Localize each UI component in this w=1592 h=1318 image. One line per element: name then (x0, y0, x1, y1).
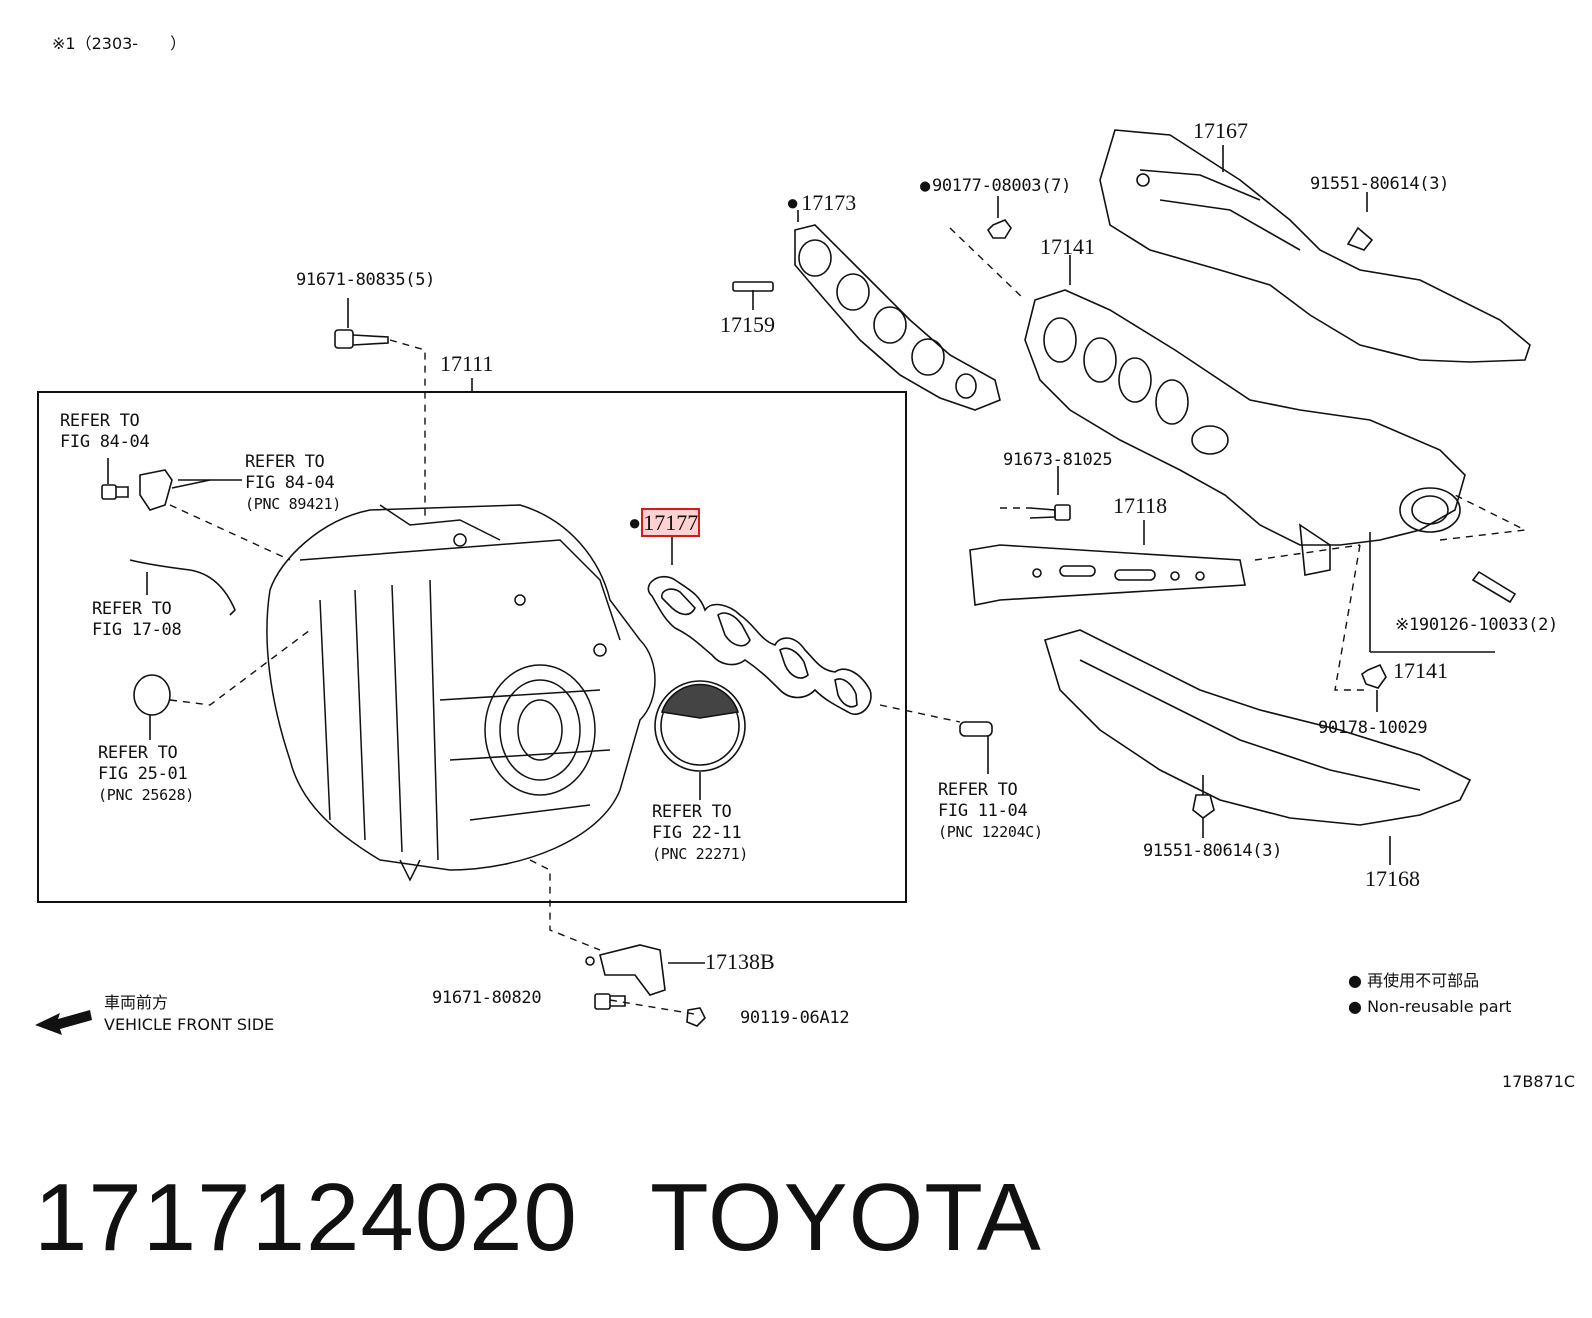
footer-part-number: 1717124020 (34, 1164, 578, 1271)
refer-note-2[interactable]: REFER TO FIG 84-04 (PNC 89421) (245, 452, 341, 515)
part-label-91551-lower[interactable]: 91551-80614(3) (1143, 841, 1283, 861)
throttle-gasket-drawing (654, 680, 746, 800)
part-label-17118[interactable]: 17118 (1113, 493, 1168, 518)
footer-brand: TOYOTA (650, 1164, 1042, 1271)
part-label-17159[interactable]: 17159 (720, 312, 775, 337)
bullet-icon: ● (1348, 997, 1362, 1016)
legend-jp: 再使用不可部品 (1367, 971, 1480, 990)
bullet-icon: ● (1348, 971, 1362, 990)
part-label-17138b[interactable]: 17138B (705, 949, 775, 974)
part-label-91671-80835[interactable]: 91671-80835(5) (296, 270, 436, 290)
assembly-frame (37, 391, 907, 903)
part-number-17177-highlight: 17177 (641, 508, 701, 537)
refer-note-5-line-3: (PNC 22271) (652, 845, 749, 863)
part-label-17141-lower[interactable]: 17141 (1393, 658, 1448, 683)
part-label-17141-upper[interactable]: 17141 (1040, 234, 1095, 259)
part-label-90177[interactable]: 90177-08003(7) (920, 178, 1071, 195)
legend-en: Non-reusable part (1367, 997, 1512, 1016)
refer-note-3-line-1: REFER TO (92, 599, 172, 619)
refer-note-4[interactable]: REFER TO FIG 25-01 (PNC 25628) (98, 743, 194, 806)
refer-note-3-line-2: FIG 17-08 (92, 620, 182, 640)
bracket-drawing (585, 944, 705, 996)
part-label-90119[interactable]: 90119-06A12 (740, 1008, 850, 1028)
refer-note-1[interactable]: REFER TO FIG 84-04 (60, 411, 150, 453)
refer-note-6[interactable]: REFER TO FIG 11-04 (PNC 12204C) (938, 780, 1043, 843)
part-number-90177: 90177-08003(7) (931, 176, 1072, 196)
refer-note-2-line-3: (PNC 89421) (245, 495, 342, 513)
refer-note-2-line-1: REFER TO (245, 452, 325, 472)
part-label-91551-upper[interactable]: 91551-80614(3) (1310, 174, 1450, 194)
vehicle-front-jp: 車両前方 (104, 993, 169, 1012)
refer-note-6-line-2: FIG 11-04 (938, 801, 1028, 821)
fasteners-drawing (101, 219, 1517, 1027)
part-label-17167[interactable]: 17167 (1193, 118, 1248, 143)
legend: ● 再使用不可部品 ● Non-reusable part (1348, 968, 1511, 1020)
heat-insulator-upper-drawing (1099, 129, 1531, 363)
stay-drawing (969, 544, 1246, 606)
refer-note-1-line-1: REFER TO (60, 411, 140, 431)
exhaust-manifold-drawing (1024, 289, 1466, 576)
part-label-91673[interactable]: 91673-81025 (1003, 450, 1113, 470)
leader-lines (107, 145, 1495, 865)
part-label-90178[interactable]: 90178-10029 (1318, 718, 1428, 738)
legend-row-en: ● Non-reusable part (1348, 994, 1511, 1020)
vehicle-front-en: VEHICLE FRONT SIDE (104, 1015, 275, 1034)
refer-note-6-line-3: (PNC 12204C) (938, 823, 1043, 841)
part-label-17177[interactable]: 17177 (628, 508, 701, 537)
refer-note-1-line-2: FIG 84-04 (60, 432, 150, 452)
exhaust-gasket-drawing (794, 224, 1001, 411)
part-label-90126[interactable]: ※190126-10033(2) (1395, 615, 1558, 635)
heat-insulator-lower-drawing (1044, 629, 1472, 826)
part-label-17168[interactable]: 17168 (1365, 866, 1420, 891)
dashed-lines (169, 227, 1528, 1016)
refer-note-4-line-2: FIG 25-01 (98, 764, 188, 784)
refer-note-5[interactable]: REFER TO FIG 22-11 (PNC 22271) (652, 802, 748, 865)
refer-note-5-line-2: FIG 22-11 (652, 823, 742, 843)
part-label-17173[interactable]: 17173 (786, 192, 856, 214)
header-note: ※1（2303- ） (52, 34, 187, 53)
part-number-17173: 17173 (801, 190, 857, 215)
legend-row-jp: ● 再使用不可部品 (1348, 968, 1511, 994)
refer-note-3[interactable]: REFER TO FIG 17-08 (92, 599, 182, 641)
figure-code: 17B871C (1502, 1072, 1576, 1091)
refer-note-2-line-2: FIG 84-04 (245, 473, 335, 493)
vehicle-front-label: 車両前方 VEHICLE FRONT SIDE (104, 992, 274, 1036)
refer-note-4-line-3: (PNC 25628) (98, 786, 195, 804)
refer-note-6-line-1: REFER TO (938, 780, 1018, 800)
part-label-91671-80820[interactable]: 91671-80820 (432, 988, 542, 1008)
refer-note-5-line-1: REFER TO (652, 802, 732, 822)
intake-manifold-drawing (266, 504, 656, 882)
part-label-17111[interactable]: 17111 (440, 351, 494, 376)
refer-note-4-line-1: REFER TO (98, 743, 178, 763)
intake-gasket-drawing (647, 536, 872, 715)
front-arrow-icon (35, 1010, 92, 1035)
